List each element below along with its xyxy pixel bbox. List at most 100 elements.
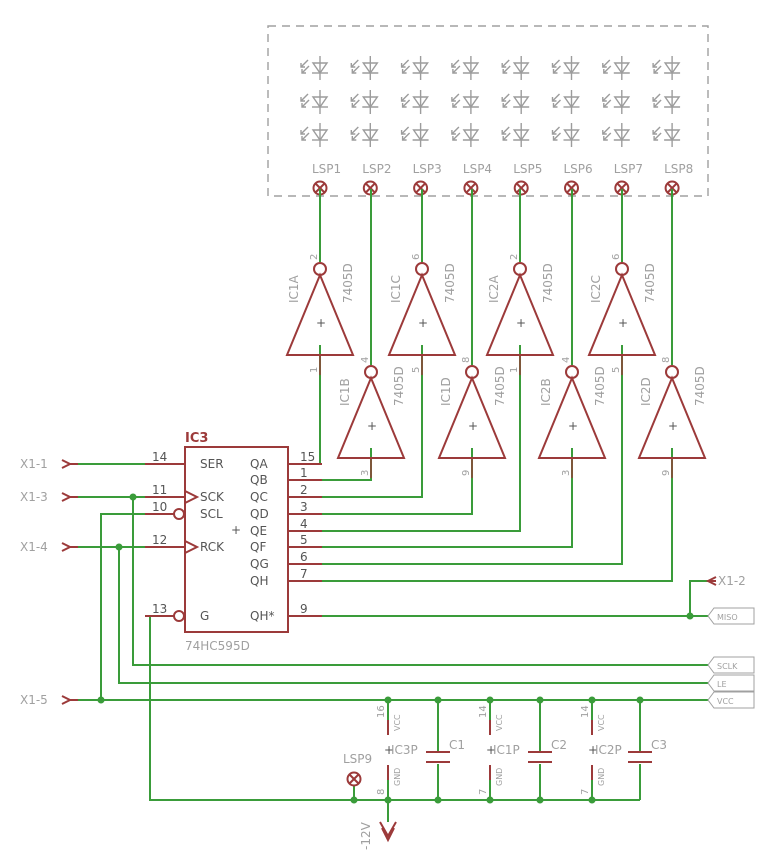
gate-part: 7405D [392, 366, 406, 406]
power-vcc-label: VCC [393, 714, 402, 731]
net-label-sclk: SCLK [707, 656, 755, 674]
led-column-6 [551, 56, 580, 147]
gate-pin-out: 6 [411, 254, 422, 260]
led-diode-icon [501, 56, 530, 80]
gate-plus: + [316, 316, 326, 330]
gate-pin-out: 8 [661, 357, 672, 363]
connector-x1-5[interactable]: X1-5 [20, 693, 78, 707]
led-column-4 [451, 56, 480, 147]
gate-pin-in: 1 [509, 367, 520, 373]
gate-part: 7405D [541, 263, 555, 303]
ic3-pin-number: 14 [152, 450, 167, 464]
power-plus: + [384, 743, 394, 757]
led-label-5: LSP5 [513, 162, 542, 176]
gate-name: IC1C [389, 275, 403, 303]
led-column-1 [300, 56, 329, 147]
net-label-miso: MISO [707, 607, 755, 625]
led-diode-icon [300, 123, 329, 147]
led-diode-icon [451, 123, 480, 147]
svg-text:X1-5: X1-5 [20, 693, 48, 707]
power-vcc-pin: 14 [580, 705, 591, 718]
ic3-pin-number: 9 [300, 602, 308, 616]
led-column-2 [350, 56, 379, 147]
svg-text:C1: C1 [449, 738, 465, 752]
connector-x1-1[interactable]: X1-1 [20, 457, 78, 471]
led-column-8 [652, 56, 681, 147]
svg-text:X1-4: X1-4 [20, 540, 48, 554]
led-diode-icon [602, 90, 631, 114]
connector-x1-3[interactable]: X1-3 [20, 490, 78, 504]
svg-text:MISO: MISO [717, 613, 738, 622]
gate-name: IC2C [589, 275, 603, 303]
gate-pin-out: 6 [611, 254, 622, 260]
capacitor-c3: C3 [628, 738, 667, 763]
power-vcc-label: VCC [495, 714, 504, 731]
power-vcc-pin: 14 [478, 705, 489, 718]
led-label-7: LSP7 [614, 162, 643, 176]
led-array [300, 56, 681, 147]
led-pad-icon [513, 180, 529, 196]
junctions [97, 493, 694, 804]
power-gnd-label: GND [597, 768, 606, 786]
led-label-1: LSP1 [312, 162, 341, 176]
gate-pin-in: 3 [561, 470, 572, 476]
gate-plus: + [618, 316, 628, 330]
power-vcc-pin: 16 [376, 705, 387, 718]
gate-plus: + [468, 419, 478, 433]
ic3-pin-label: QC [250, 490, 268, 504]
connector-x1-2[interactable]: X1-2 [705, 574, 746, 588]
led-pad-icon [413, 180, 429, 196]
ic3-pin-label: QB [250, 473, 268, 487]
ic3-pin-label: QE [250, 524, 267, 538]
led-diode-icon [551, 56, 580, 80]
led-diode-icon [400, 123, 429, 147]
power-plus: + [588, 743, 598, 757]
svg-text:VCC: VCC [717, 697, 734, 706]
power-gnd-label: GND [495, 768, 504, 786]
led-column-3 [400, 56, 429, 147]
gate-pin-out: 2 [509, 254, 520, 260]
ic3-pin-number: 4 [300, 517, 308, 531]
net-label-vcc: VCC [707, 691, 755, 709]
svg-text:X1-3: X1-3 [20, 490, 48, 504]
svg-text:SCLK: SCLK [717, 662, 738, 671]
power-gnd-pin: 7 [478, 789, 489, 795]
capacitors: C1 C2 C3 [426, 738, 667, 763]
ic3-pin-label: QH* [250, 609, 274, 623]
led-diode-icon [652, 90, 681, 114]
gate-pin-in: 3 [360, 470, 371, 476]
ic3-pin-label: SCL [200, 507, 223, 521]
connectors: X1-1 X1-3 X1-4 X1-5 X1-2 [20, 457, 746, 707]
led-diode-icon [501, 123, 530, 147]
power-name: IC1P [493, 743, 520, 757]
gate-part: 7405D [593, 366, 607, 406]
gate-pin-in: 1 [309, 367, 320, 373]
ic3-pin-number: 15 [300, 450, 315, 464]
gate-part: 7405D [341, 263, 355, 303]
ic3-pin-label: G [200, 609, 209, 623]
gate-pin-in: 9 [661, 470, 672, 476]
led-diode-icon [451, 90, 480, 114]
ic3-pin-number: 2 [300, 483, 308, 497]
led-diode-icon [350, 56, 379, 80]
gate-part: 7405D [443, 263, 457, 303]
svg-text:X1-2: X1-2 [718, 574, 746, 588]
led-diode-icon [451, 56, 480, 80]
led-label-8: LSP8 [664, 162, 693, 176]
ic3-pin-number: 13 [152, 602, 167, 616]
connector-x1-4[interactable]: X1-4 [20, 540, 78, 554]
power-gnd-pin: 8 [376, 789, 387, 795]
svg-text:-12V: -12V [359, 821, 373, 850]
supply-minus-12v: -12V [359, 821, 397, 850]
